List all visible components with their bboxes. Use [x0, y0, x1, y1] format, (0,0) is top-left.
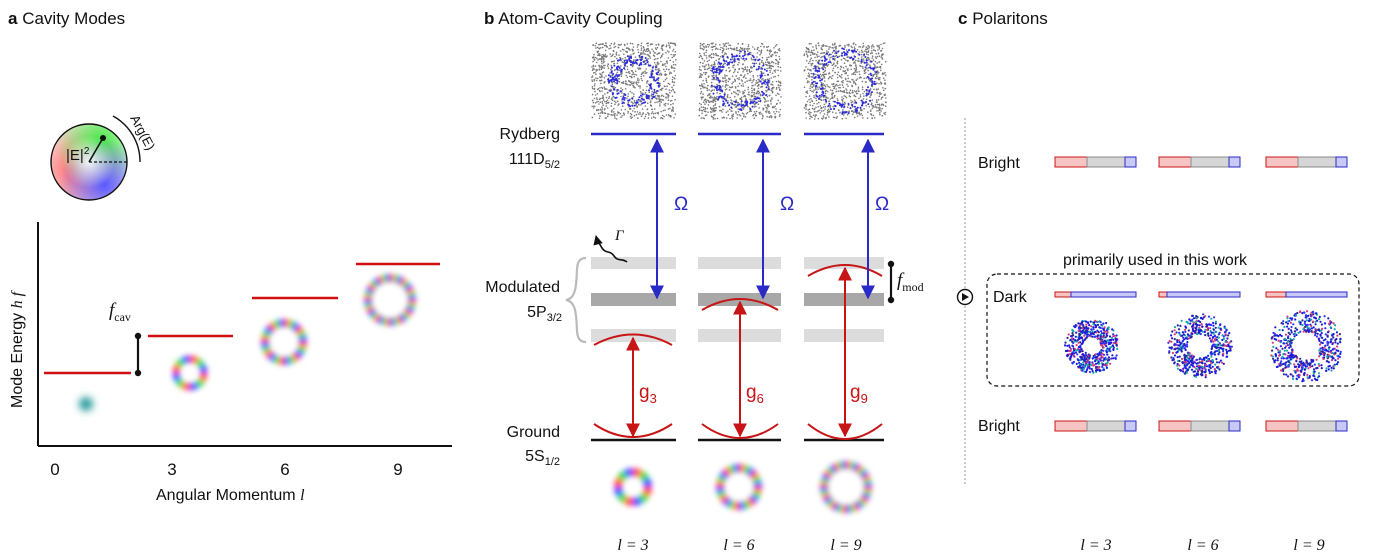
omega-label-l9: Ω: [875, 194, 889, 215]
l-label-9: l = 9: [830, 537, 861, 554]
dark-label: Dark: [993, 289, 1028, 306]
rydberg-atoms-l3: [591, 42, 677, 120]
tick-3: 3: [167, 460, 176, 479]
bright-bottom-label: Bright: [978, 418, 1020, 435]
panel-c-heading: c Polaritons: [958, 9, 1048, 28]
gamma-label: Γ: [614, 228, 625, 244]
g3-label: g3: [639, 382, 657, 406]
omega-label-l6: Ω: [780, 194, 794, 215]
mode-l9: [364, 274, 416, 326]
cavity-mode-l3: [614, 468, 652, 506]
bright-top-label: Bright: [978, 155, 1020, 172]
wheel-intensity-label: |E|2: [66, 146, 90, 164]
coupling-curves: [593, 264, 883, 440]
rydberg-state: 111D5/2: [509, 151, 560, 171]
fcav-label: fcav: [109, 300, 131, 324]
cavity-mode-l6: [716, 464, 762, 510]
rydberg-label: Rydberg: [500, 126, 560, 143]
fmod-label: fmod: [897, 270, 924, 294]
omega-arrows: [650, 138, 875, 300]
decay-arrow: [593, 235, 628, 263]
panel-b-title: Atom-Cavity Coupling: [498, 9, 662, 28]
panel-a-heading: a Cavity Modes: [8, 9, 125, 28]
panel-c-letter: c: [958, 9, 967, 28]
panel-a-letter: a: [8, 9, 18, 28]
l-label-6: l = 6: [723, 537, 754, 554]
modulated-state: 5P3/2: [527, 304, 562, 324]
c-l-label-3: l = 3: [1080, 537, 1111, 554]
mode-l0: [79, 397, 93, 411]
dark-polariton-l3: [1063, 319, 1119, 374]
panel-c: c Polaritons Bright Dark Bright primaril…: [956, 9, 1360, 554]
bright-bottom-bars: [1054, 420, 1348, 432]
panel-b: b Atom-Cavity Coupling Rydberg 111D5/2 M…: [484, 9, 924, 554]
l-label-3: l = 3: [617, 537, 648, 554]
modulated-label: Modulated: [485, 279, 560, 296]
ground-state: 5S1/2: [525, 448, 560, 468]
panel-b-heading: b Atom-Cavity Coupling: [484, 9, 663, 28]
panel-c-title: Polaritons: [972, 9, 1048, 28]
tick-6: 6: [280, 460, 289, 479]
mode-l3: [172, 355, 208, 391]
y-axis-label: Mode Energy h f: [9, 289, 26, 408]
play-icon[interactable]: [956, 288, 974, 306]
dark-bars: [1054, 291, 1348, 298]
panel-a: a Cavity Modes |E|2 Arg(E) Mode Energy h…: [8, 9, 452, 504]
cavity-mode-l9: [820, 461, 872, 513]
c-l-label-9: l = 9: [1293, 537, 1324, 554]
dark-note: primarily used in this work: [1063, 252, 1248, 269]
panel-b-letter: b: [484, 9, 494, 28]
modulated-brace: [565, 256, 587, 344]
tick-0: 0: [50, 460, 59, 479]
bright-top-bars: [1054, 156, 1348, 168]
rydberg-atoms-l6: [698, 42, 782, 120]
tick-9: 9: [393, 460, 402, 479]
ground-label: Ground: [507, 424, 560, 441]
omega-label-l3: Ω: [674, 194, 688, 215]
mode-l6: [261, 319, 307, 365]
dark-highlight-box: [986, 273, 1360, 387]
field-color-wheel: |E|2 Arg(E): [50, 112, 158, 201]
g9-label: g9: [850, 382, 868, 406]
rydberg-atoms-l9: [803, 42, 887, 120]
dark-polariton-l6: [1167, 313, 1233, 379]
c-l-label-6: l = 6: [1187, 537, 1218, 554]
wheel-arg-label: Arg(E): [127, 112, 158, 152]
coupling-arrows: [626, 266, 852, 438]
dark-polariton-l9: [1270, 310, 1342, 383]
g6-label: g6: [746, 382, 764, 406]
x-axis-label: Angular Momentum l: [156, 487, 305, 504]
panel-a-title: Cavity Modes: [22, 9, 125, 28]
